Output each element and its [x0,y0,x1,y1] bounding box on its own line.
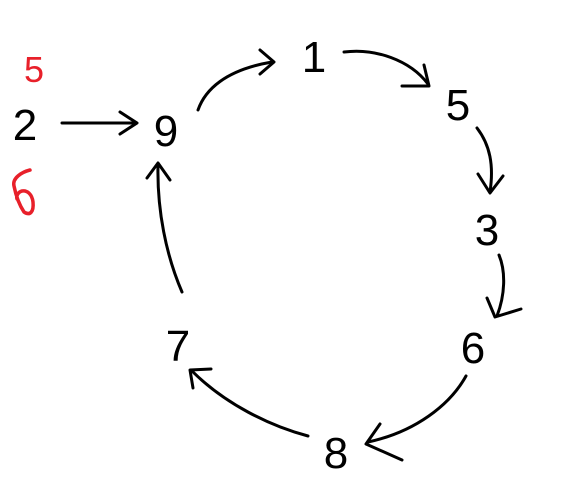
annotation-above-node-2: 5 [24,49,44,90]
node-6: 6 [461,324,485,373]
node-1: 1 [302,33,326,82]
edge-6-to-8 [364,374,468,462]
node-3: 3 [475,206,499,255]
annotation-below-node-2 [12,168,35,216]
node-5: 5 [446,81,470,130]
node-7: 7 [166,322,190,371]
edge-3-to-6 [485,253,523,319]
node-9: 9 [154,107,178,156]
edge-1-to-5 [342,49,431,88]
edge-8-to-7 [188,367,310,438]
node-2: 2 [13,101,37,150]
edges-group [60,48,523,462]
nodes-group: 2 9 1 5 3 6 8 7 [13,33,499,478]
edge-9-to-1 [196,48,276,112]
node-8: 8 [324,429,348,478]
annotation-group: 5 [12,49,44,216]
edge-7-to-9 [145,161,184,294]
edge-2-to-9 [60,110,139,136]
edge-5-to-3 [475,126,505,195]
